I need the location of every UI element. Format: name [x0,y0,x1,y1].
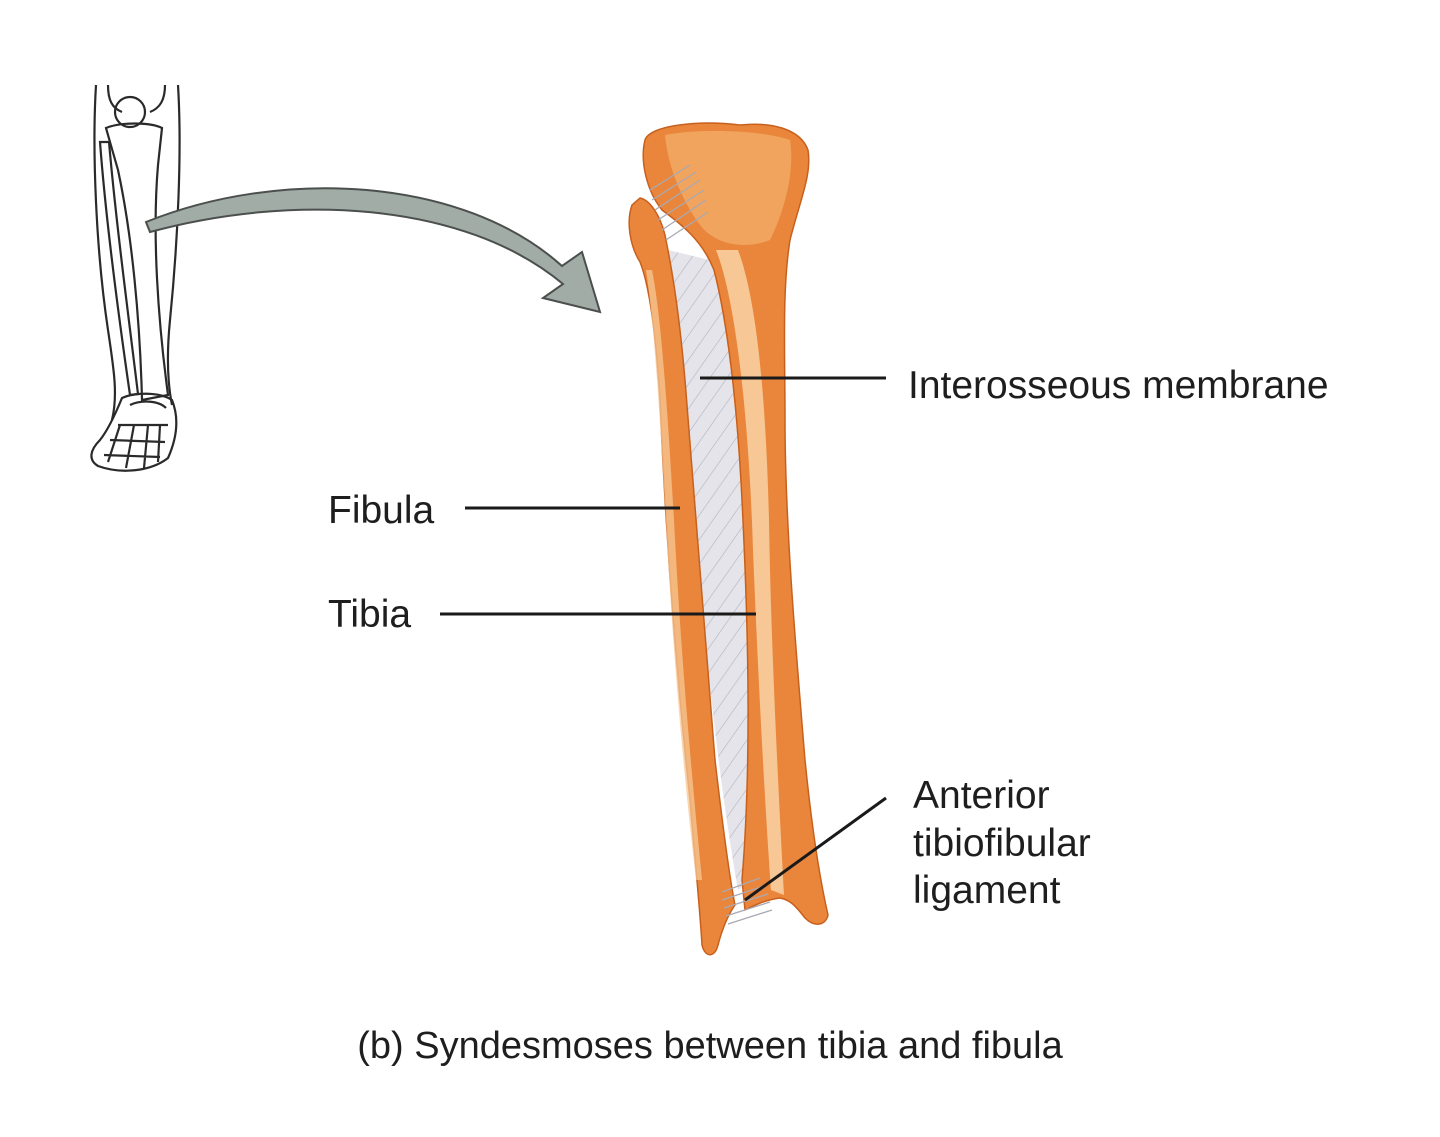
label-fibula: Fibula [328,489,435,532]
pointer-arrow [144,187,602,314]
label-anterior-tibiofibular-ligament-line1: Anterior [913,774,1050,817]
proximal-tibiofibular-ligament [649,164,709,241]
label-anterior-tibiofibular-ligament-line2: tibiofibular [913,822,1091,865]
tibia-anterior-highlight [716,250,784,895]
tibia-bone [642,122,829,925]
locator-foot-bones [103,400,168,469]
fibula-highlight [646,270,702,880]
leg-outline-right [166,84,181,406]
leg-outline-left [93,84,117,421]
tibia-fibula-illustration [628,122,829,956]
tibia-head-highlight [665,130,792,245]
locator-foot [90,392,178,472]
leg-locator-sketch [90,84,181,472]
label-tibia: Tibia [328,593,411,636]
membrane-fibers [668,250,752,890]
locator-tibia [104,122,170,402]
leader-anterior-tibiofibular-ligament [744,796,887,902]
label-interosseous-membrane: Interosseous membrane [908,364,1329,407]
patella [113,95,147,129]
locator-femur-end [106,84,167,114]
figure-caption: (b) Syndesmoses between tibia and fibula [357,1025,1063,1067]
label-anterior-tibiofibular-ligament-line3: ligament [913,869,1061,912]
